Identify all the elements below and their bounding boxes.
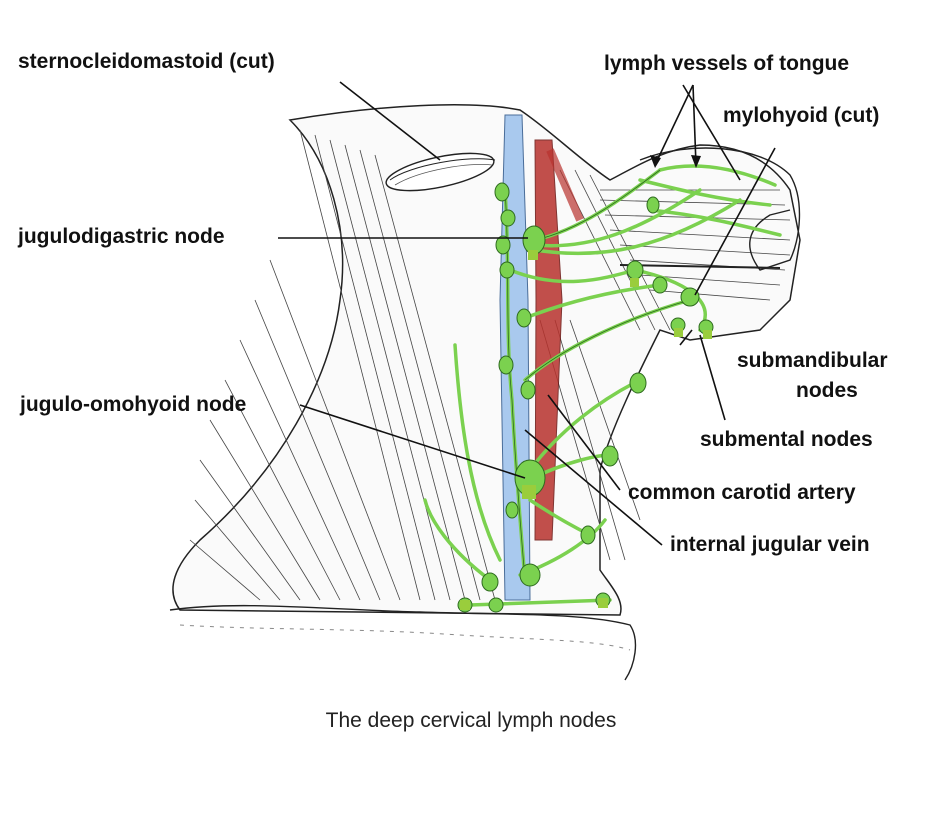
label-jugulodigastric-node: jugulodigastric node: [18, 225, 225, 248]
lymph-vessel-outlines: [504, 169, 691, 581]
node-jugulodigastric: [522, 225, 546, 255]
label-submandibular: submandibular: [737, 349, 888, 372]
label-lymph-vessels-of-tongue: lymph vessels of tongue: [604, 52, 850, 75]
mandible-outline: [639, 147, 801, 271]
leader-lines: [278, 81, 776, 546]
label-sternocleidomastoid: sternocleidomastoid (cut): [18, 50, 275, 73]
arrow-heads: [650, 155, 701, 168]
mylohyoid-edge: [619, 264, 781, 269]
label-mylohyoid: mylohyoid (cut): [723, 104, 880, 127]
figure-caption: The deep cervical lymph nodes: [325, 709, 617, 732]
label-submandibular-nodes: nodes: [796, 379, 858, 402]
node-markers: [460, 250, 712, 610]
label-submental-nodes: submental nodes: [700, 428, 873, 451]
clavicle-outline: [179, 624, 631, 651]
label-jugulo-omohyoid-node: jugulo-omohyoid node: [20, 393, 247, 416]
muscle-hatching: [189, 129, 791, 601]
neck-outline: [172, 104, 801, 616]
label-common-carotid-artery: common carotid artery: [628, 481, 856, 504]
shoulder-outline: [169, 604, 637, 681]
label-internal-jugular-vein: internal jugular vein: [670, 533, 870, 556]
